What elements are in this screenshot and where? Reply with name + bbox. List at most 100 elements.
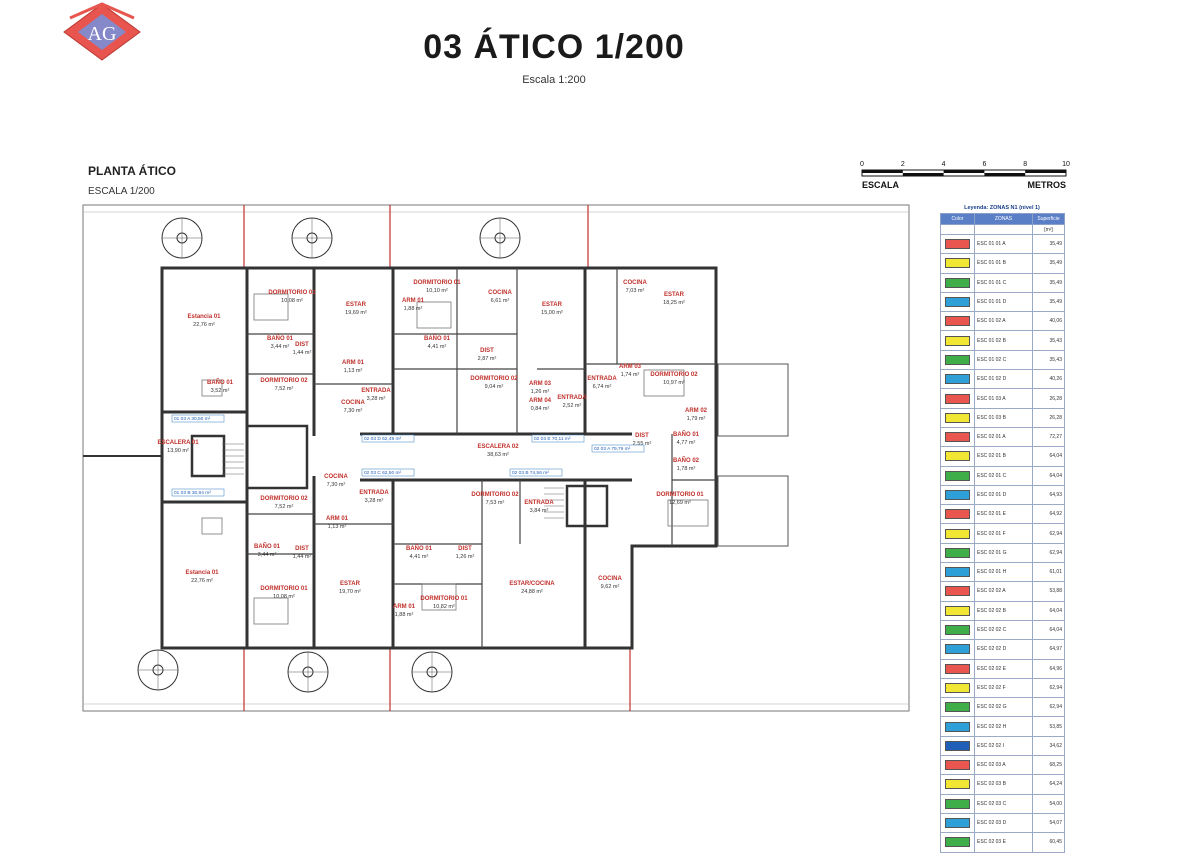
room-name: DORMITORIO 02 <box>260 378 308 384</box>
legend-swatch-cell <box>940 619 975 641</box>
legend-zone: ESC 02 02 E <box>974 658 1033 679</box>
room-name: DIST <box>635 433 649 439</box>
scale-left-label: ESCALA <box>862 180 900 190</box>
room-area: 3,44 m² <box>258 552 277 558</box>
legend-color-swatch <box>945 412 970 423</box>
legend-area: 60,45 <box>1032 832 1065 853</box>
legend-area: 68,25 <box>1032 755 1065 776</box>
legend-area: 26,28 <box>1032 407 1065 428</box>
legend-zone: ESC 01 03 B <box>974 407 1033 428</box>
legend-zone: ESC 01 01 C <box>974 272 1033 293</box>
legend-swatch-cell <box>940 639 975 660</box>
legend-zone: ESC 02 01 D <box>974 484 1033 506</box>
room-name: DORMITORIO 02 <box>470 376 518 382</box>
legend-color-swatch <box>945 277 970 288</box>
legend-color-swatch <box>945 374 970 385</box>
legend-zone: ESC 02 02 C <box>974 619 1033 641</box>
room-name: DORMITORIO 01 <box>420 596 468 602</box>
room-area: 1,44 m² <box>293 350 312 356</box>
legend-zone: ESC 02 01 C <box>974 465 1033 486</box>
room-area: 1,13 m² <box>344 368 363 374</box>
legend-swatch-cell <box>940 253 975 274</box>
zone-tag-box <box>509 468 563 477</box>
room-name: DIST <box>480 348 494 354</box>
legend-area: 40,06 <box>1032 311 1065 332</box>
legend-area: 64,97 <box>1032 639 1065 660</box>
room-name: ENTRADA <box>557 395 587 401</box>
room-name: ESCALERA 02 <box>477 444 519 450</box>
legend-swatch-cell <box>940 407 975 428</box>
room-area: 7,03 m² <box>626 288 645 294</box>
legend-zone: ESC 02 01 G <box>974 542 1033 564</box>
legend-zone: ESC 02 01 H <box>974 562 1033 583</box>
legend-color-swatch <box>945 663 970 674</box>
room-name: COCINA <box>488 290 512 296</box>
room-area: 9,04 m² <box>485 384 504 390</box>
legend-zone: ESC 02 03 A <box>974 755 1033 776</box>
room-name: BAÑO 02 <box>673 457 700 464</box>
zone-tag: 02 03 D 62,49 m² <box>364 436 401 442</box>
room-area: 1,26 m² <box>456 554 475 560</box>
zone-tag-box <box>361 468 415 477</box>
legend-zone: ESC 01 01 D <box>974 291 1033 313</box>
room-area: 10,97 m² <box>663 380 685 386</box>
legend-swatch-cell <box>940 523 975 544</box>
room-name: ESCALERA 01 <box>157 440 199 446</box>
room-name: BAÑO 01 <box>207 379 234 386</box>
room-name: Estancia 01 <box>185 570 219 576</box>
page-subtitle: Escala 1:200 <box>522 74 586 86</box>
room-area: 10,08 m² <box>281 298 303 304</box>
legend-area: 53,88 <box>1032 581 1065 602</box>
legend-zone: ESC 01 02 B <box>974 330 1033 351</box>
legend-color-swatch <box>945 586 970 597</box>
room-name: ESTAR/COCINA <box>509 581 555 587</box>
legend-swatch-cell <box>940 233 975 255</box>
legend-color-swatch <box>945 470 970 481</box>
legend-color-swatch <box>945 239 970 250</box>
room-name: BAÑO 01 <box>406 545 433 552</box>
legend-swatch-cell <box>940 600 975 621</box>
legend-color-swatch <box>945 567 970 578</box>
room-area: 6,74 m² <box>593 384 612 390</box>
legend-unit: [m²] <box>1032 224 1065 235</box>
legend-swatch-cell <box>940 311 975 332</box>
room-area: 2,87 m² <box>478 356 497 362</box>
scale-tick-label: 4 <box>942 161 946 168</box>
room-area: 0,84 m² <box>531 406 550 412</box>
zone-tag: 02 03 A 79,79 m² <box>594 446 631 452</box>
logo-text: AG <box>88 23 117 45</box>
room-area: 22,76 m² <box>193 322 215 328</box>
legend-swatch-cell <box>940 735 975 757</box>
room-name: ARM 03 <box>619 364 642 370</box>
legend-swatch-cell <box>940 426 975 448</box>
room-name: COCINA <box>324 474 348 480</box>
room-name: ARM 01 <box>342 360 365 366</box>
room-area: 4,41 m² <box>410 554 429 560</box>
legend-swatch-cell <box>940 755 975 776</box>
room-name: DIST <box>295 342 309 348</box>
legend-swatch-cell <box>940 793 975 814</box>
legend-color-swatch <box>945 297 970 308</box>
room-area: 1,79 m² <box>687 416 706 422</box>
room-area: 3,52 m² <box>211 388 230 394</box>
legend-swatch-cell <box>940 774 975 795</box>
room-area: 7,53 m² <box>486 500 505 506</box>
zones-legend: Leyenda: ZONAS N1 (nivel 1) Color ZONAS … <box>940 204 1065 853</box>
legend-zone: ESC 02 03 B <box>974 774 1033 795</box>
legend-swatch-cell <box>940 697 975 718</box>
legend-color-swatch <box>945 818 970 829</box>
legend-area: 64,04 <box>1032 446 1065 467</box>
legend-header-area: Superficie <box>1032 213 1065 225</box>
